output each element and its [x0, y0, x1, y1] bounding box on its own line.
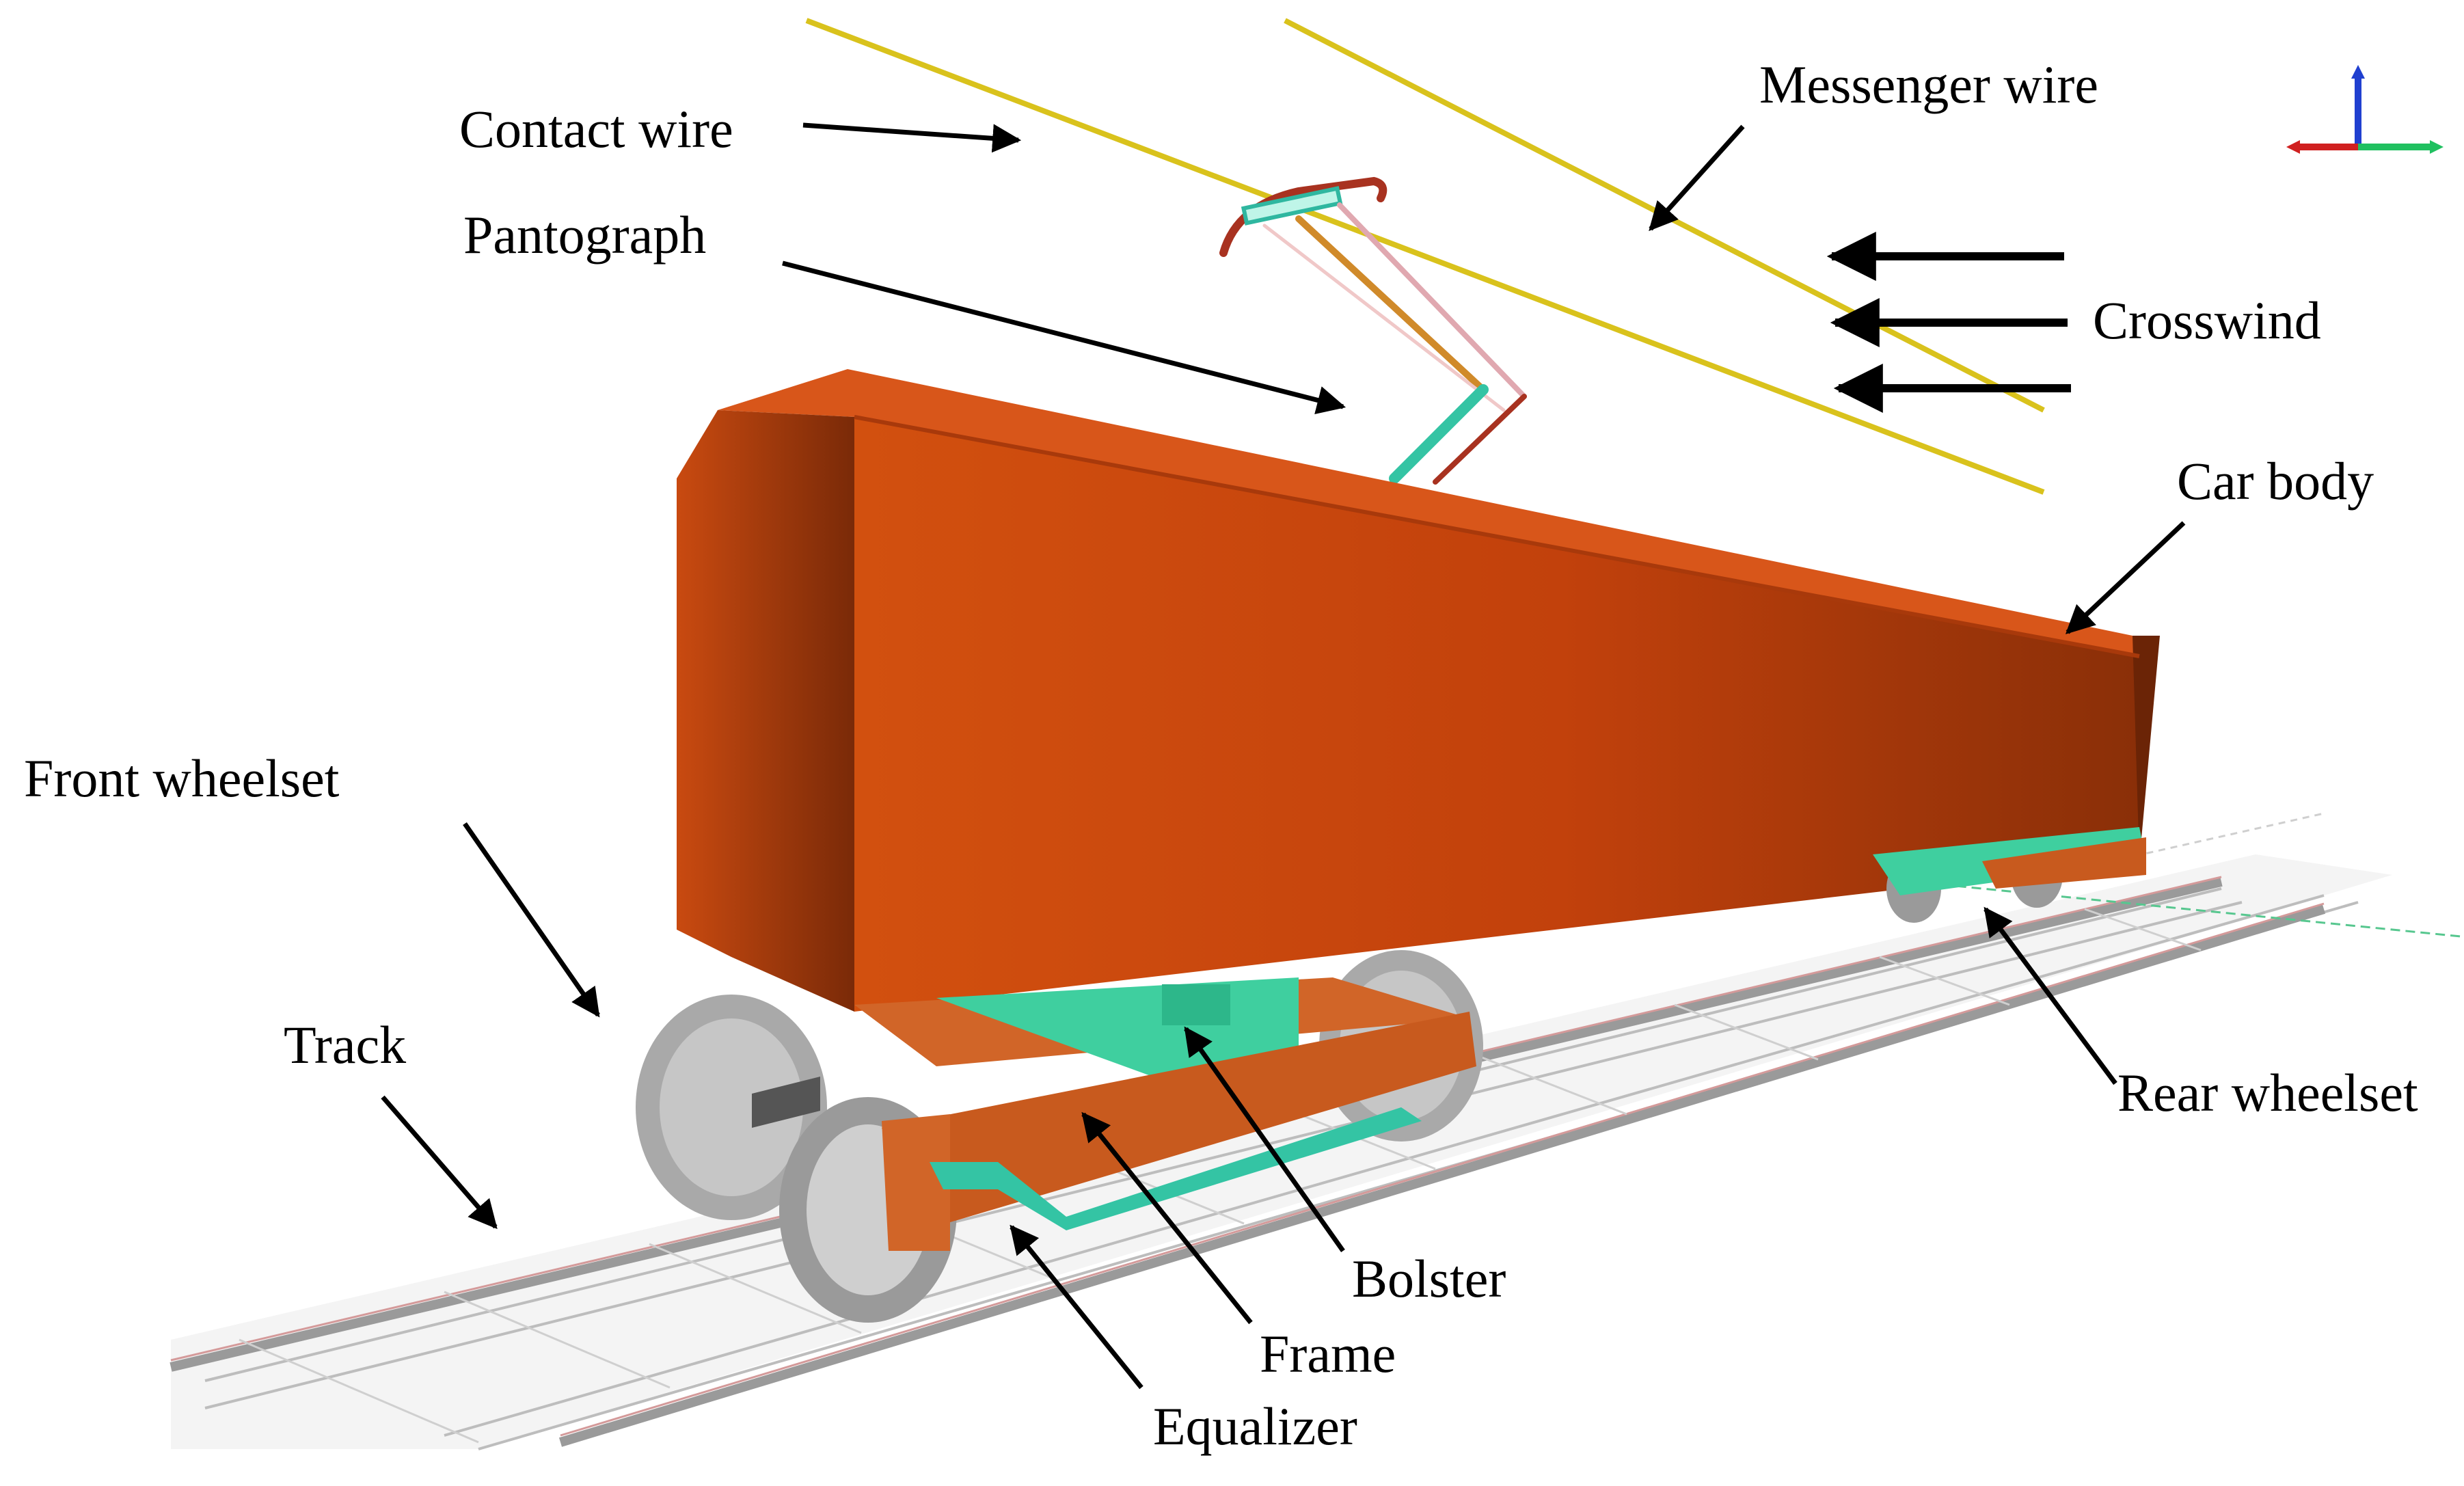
rear-wheelset-label: Rear wheelset — [2117, 1063, 2418, 1122]
car-body-label: Car body — [2177, 451, 2374, 511]
contact-wire-label: Contact wire — [459, 99, 733, 159]
messenger-wire-arrow — [1649, 124, 1745, 232]
frame-label: Frame — [1260, 1324, 1396, 1383]
front-wheelset-label: Front wheelset — [24, 748, 340, 808]
rear-wheelset-arrow — [1984, 906, 2117, 1085]
contact-wire — [805, 18, 2045, 495]
contact-wire-arrow — [802, 122, 1022, 153]
front-wheelset-arrow — [463, 822, 600, 1018]
equalizer-arrow — [1010, 1224, 1143, 1390]
annotation-arrows — [381, 122, 2186, 1390]
pantograph — [1219, 176, 1527, 485]
car-body — [677, 369, 2160, 1012]
pantograph-label: Pantograph — [463, 205, 707, 265]
equalizer-label: Equalizer — [1153, 1396, 1357, 1456]
frame-arrow — [1081, 1111, 1253, 1325]
messenger-wire-label: Messenger wire — [1759, 55, 2098, 114]
xyz-axes-icon — [2286, 65, 2443, 154]
crosswind-label: Crosswind — [2093, 291, 2321, 350]
bolster-arrow — [1184, 1026, 1345, 1253]
crosswind-arrows — [1826, 232, 2071, 413]
track-label: Track — [284, 1015, 407, 1075]
pantograph-arrow — [782, 260, 1346, 414]
track-arrow — [381, 1095, 498, 1230]
rear-bogie — [1873, 827, 2146, 923]
front-bogie — [636, 950, 1483, 1323]
car-body-arrow — [2065, 521, 2186, 634]
bolster-label: Bolster — [1352, 1249, 1506, 1308]
